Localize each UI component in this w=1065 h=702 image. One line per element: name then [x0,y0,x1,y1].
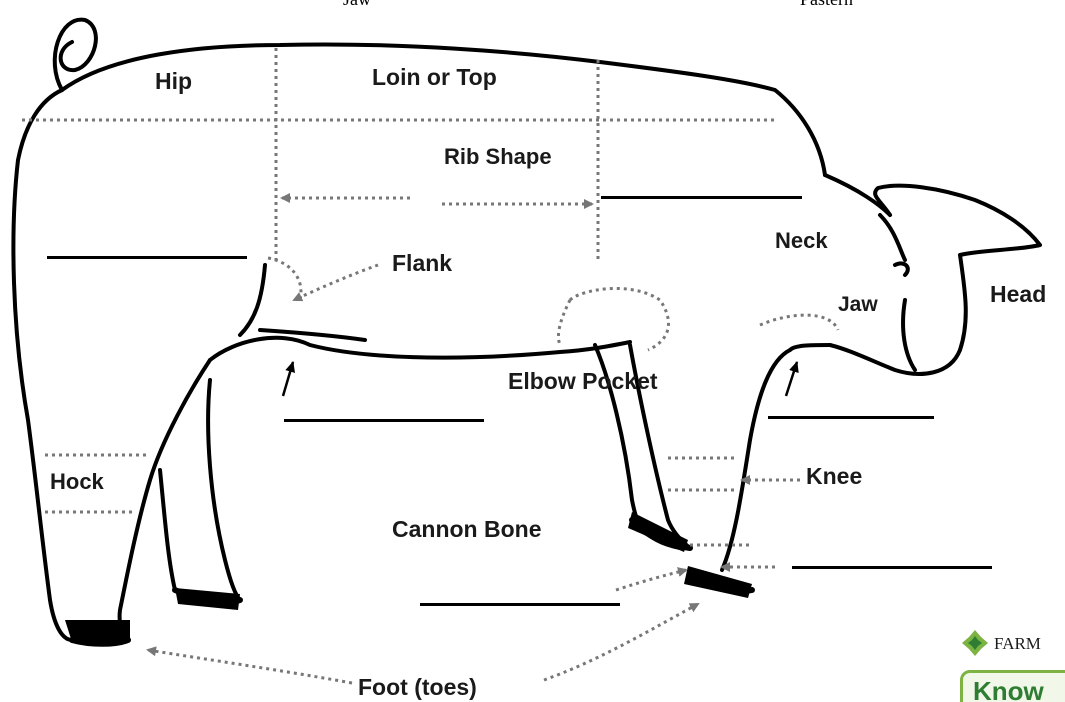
far-front-leg [722,350,790,570]
rump-line [13,90,72,640]
farm-logo: FARM Know [958,624,1065,702]
answer-blank-pastern [792,566,992,569]
label-jaw: Jaw [838,294,878,315]
belly-line [210,338,630,360]
answer-blank-shoulder [601,196,802,199]
label-cannon-bone: Cannon Bone [392,518,542,541]
label-rib-shape: Rib Shape [444,146,556,168]
logo-badge: Know [960,670,1065,702]
head-outline [875,186,1040,350]
label-knee: Knee [806,465,862,488]
label-neck: Neck [775,230,828,252]
logo-brand: FARM [994,634,1041,654]
header-label-jaw: Jaw [343,0,371,8]
clover-icon [960,628,990,658]
label-hock: Hock [50,471,104,493]
logo-word: Know [973,676,1044,702]
answer-blank-ham [47,256,247,259]
pig-outline [13,20,1040,644]
far-hind-leg [208,380,240,600]
header-label-pastern: Pastern [800,0,853,8]
answer-blank-dewclaw [420,603,620,606]
answer-blank-jowl [768,416,934,419]
label-elbow-pocket: Elbow Pocket [508,370,658,393]
label-loin: Loin or Top [372,66,497,89]
guide-arrows [148,198,800,683]
guide-lines [22,48,838,545]
label-flank: Flank [392,252,452,275]
label-head: Head [990,283,1046,306]
answer-blank-underline [284,419,484,422]
jaw-line [825,175,890,215]
label-hip: Hip [155,70,192,93]
label-foot: Foot (toes) [358,676,477,699]
